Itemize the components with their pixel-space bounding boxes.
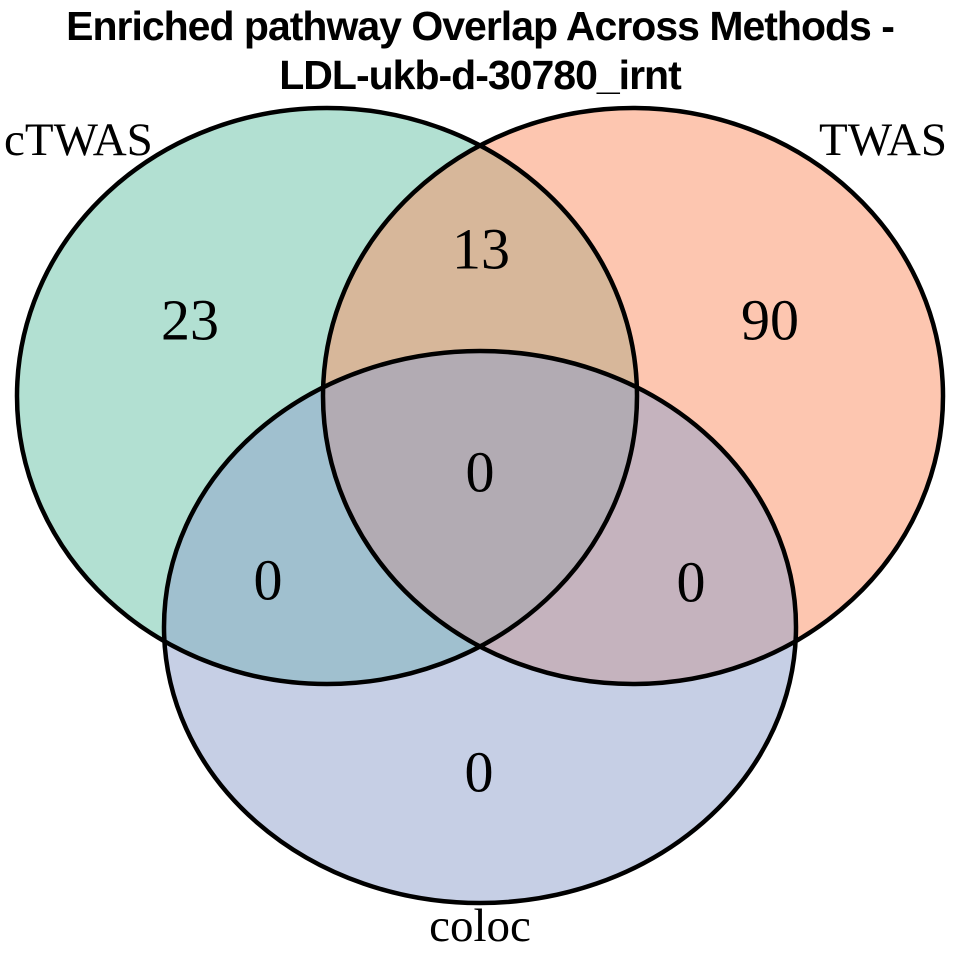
venn-ellipse-ctwas-outline: [14, 105, 640, 687]
set-label-coloc: coloc: [429, 900, 531, 952]
count-coloc-only: 0: [465, 740, 494, 805]
venn-fills: [17, 108, 943, 903]
venn-set-labels: cTWAS TWAS coloc: [4, 114, 947, 952]
count-ctwas-twas-overlap: 13: [452, 217, 510, 282]
venn-outlines: [14, 105, 946, 906]
chart-title: Enriched pathway Overlap Across Methods …: [0, 2, 960, 100]
chart-title-line1: Enriched pathway Overlap Across Methods …: [66, 3, 895, 49]
count-ctwas-coloc-overlap: 0: [254, 548, 283, 613]
chart-title-line2: LDL-ukb-d-30780_irnt: [279, 52, 681, 98]
set-label-ctwas: cTWAS: [4, 114, 153, 166]
count-ctwas-only: 23: [161, 288, 219, 353]
set-label-twas: TWAS: [819, 114, 947, 166]
venn-ellipse-twas-outline: [320, 105, 946, 687]
venn-ellipse-coloc-outline: [161, 348, 799, 906]
venn-ellipse-coloc-fill: [164, 351, 796, 903]
venn-counts: 23 90 13 0 0 0 0: [161, 217, 799, 805]
count-twas-coloc-overlap: 0: [677, 550, 706, 615]
count-twas-only: 90: [741, 288, 799, 353]
count-all-three-overlap: 0: [466, 440, 495, 505]
